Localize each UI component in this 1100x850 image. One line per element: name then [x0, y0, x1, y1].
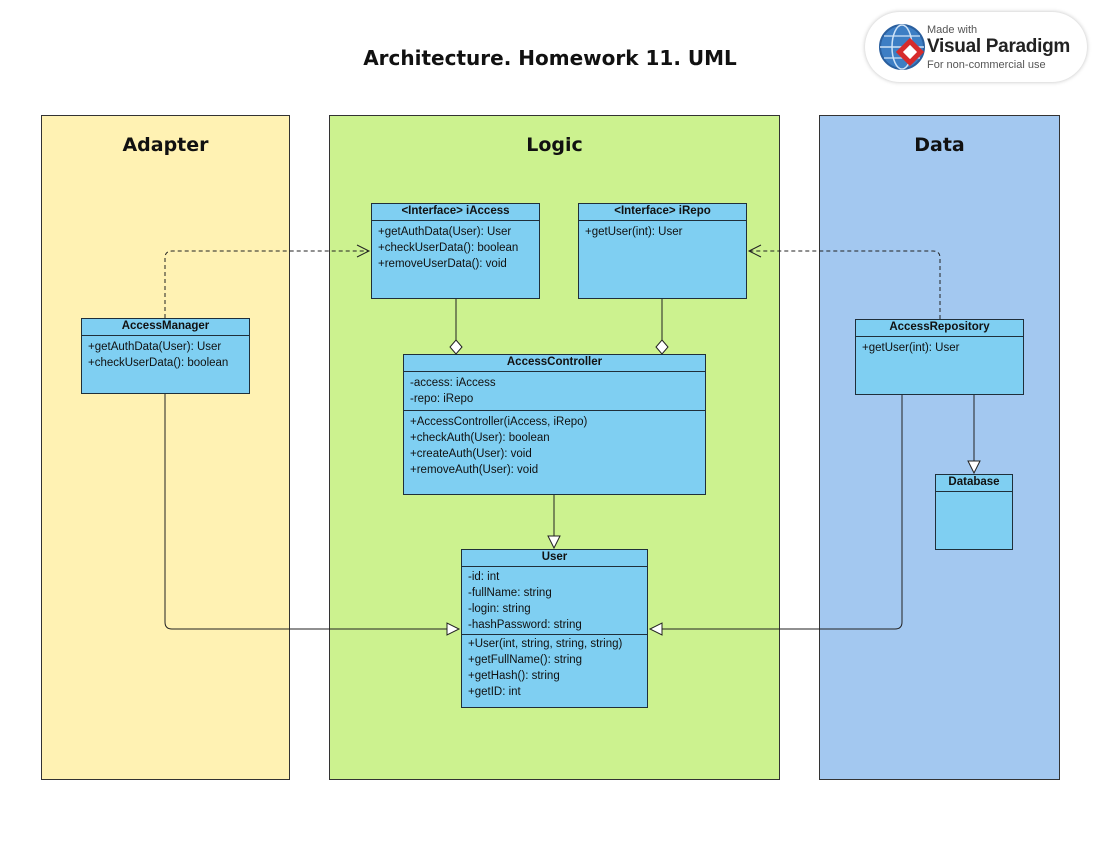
class-irepo[interactable]: <Interface> iRepo +getUser(int): User [578, 203, 747, 299]
operation-row: +checkUserData(): boolean [378, 242, 519, 254]
attribute-row: -repo: iRepo [410, 393, 474, 405]
realization-line-accessrepository-irepo [749, 250, 941, 319]
operation-row: +checkAuth(User): boolean [410, 432, 550, 444]
class-access-manager[interactable]: AccessManager +getAuthData(User): User +… [81, 318, 250, 394]
lane-data-title: Data [914, 134, 965, 156]
badge-brand: Visual Paradigm [927, 36, 1070, 57]
globe-logo-icon [879, 24, 925, 70]
class-database[interactable]: Database [935, 474, 1013, 550]
class-database-header: Database [936, 475, 1012, 492]
operation-row: +removeUserData(): void [378, 258, 507, 270]
open-arrowhead-icon [747, 244, 762, 258]
operation-row: +getUser(int): User [585, 226, 683, 238]
class-user-header: User [462, 550, 647, 567]
operation-row: +getAuthData(User): User [378, 226, 512, 238]
class-irepo-header: <Interface> iRepo [579, 204, 746, 221]
badge-made-with: Made with [927, 24, 978, 36]
operation-row: +getID: int [468, 686, 521, 698]
generalization-line-manager-user [164, 394, 447, 630]
lane-adapter-title: Adapter [122, 134, 209, 156]
hollow-triangle-arrow-icon [967, 460, 981, 475]
operation-row: +User(int, string, string, string) [468, 638, 623, 650]
lane-logic-title: Logic [526, 134, 583, 156]
operation-row: +removeAuth(User): void [410, 464, 539, 476]
aggregation-diamond-icon [449, 339, 463, 355]
class-iaccess[interactable]: <Interface> iAccess +getAuthData(User): … [371, 203, 540, 299]
operation-row: +AccessController(iAccess, iRepo) [410, 416, 588, 428]
operation-row: +getAuthData(User): User [88, 341, 222, 353]
class-access-manager-header: AccessManager [82, 319, 249, 336]
class-user[interactable]: User -id: int -fullName: string -login: … [461, 549, 648, 708]
operation-row: +getHash(): string [468, 670, 560, 682]
attribute-row: -access: iAccess [410, 377, 496, 389]
open-arrowhead-icon [356, 244, 371, 258]
operation-row: +getUser(int): User [862, 342, 960, 354]
operation-row: +getFullName(): string [468, 654, 583, 666]
class-access-repository-header: AccessRepository [856, 320, 1023, 337]
operation-row: +createAuth(User): void [410, 448, 532, 460]
hollow-triangle-arrow-icon [547, 535, 561, 550]
class-access-controller-header: AccessController [404, 355, 705, 372]
attribute-row: -id: int [468, 571, 500, 583]
hollow-triangle-arrow-icon [446, 622, 461, 636]
diagram-title: Architecture. Homework 11. UML [363, 46, 737, 70]
visual-paradigm-badge: Made with Visual Paradigm For non-commer… [865, 12, 1087, 82]
hollow-triangle-arrow-icon [648, 622, 663, 636]
attribute-row: -login: string [468, 603, 531, 615]
class-iaccess-header: <Interface> iAccess [372, 204, 539, 221]
badge-license: For non-commercial use [927, 59, 1046, 71]
attribute-row: -fullName: string [468, 587, 552, 599]
lane-data: Data [819, 115, 1060, 780]
operation-row: +checkUserData(): boolean [88, 357, 229, 369]
attribute-row: -hashPassword: string [468, 619, 582, 631]
generalization-line-repository-user [662, 395, 903, 630]
aggregation-diamond-icon [655, 339, 669, 355]
class-access-repository[interactable]: AccessRepository +getUser(int): User [855, 319, 1024, 395]
realization-line-accessmanager-iaccess [164, 250, 369, 318]
class-access-controller[interactable]: AccessController -access: iAccess -repo:… [403, 354, 706, 495]
